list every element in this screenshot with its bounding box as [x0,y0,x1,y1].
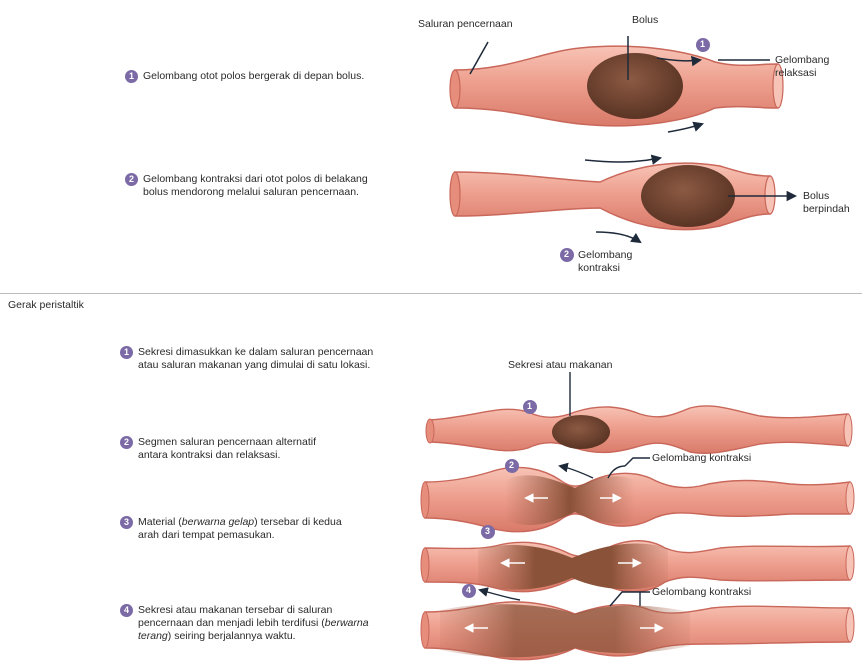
tube-2-number: 2 [509,459,514,472]
step-text: Segmen saluran pencernaan alternatif ant… [138,436,340,462]
top-tube-2 [450,163,775,230]
step-badge: 1 [125,70,138,83]
step-badge: 2 [120,436,133,449]
label-bolus: Bolus [632,14,658,27]
step-text: Sekresi atau makanan tersebar di saluran… [138,604,380,643]
label-digestive-tract: Saluran pencernaan [418,18,513,31]
bolus-shape-2 [641,165,735,227]
step-text: Gelombang otot polos bergerak di depan b… [143,70,364,83]
step-badge: 4 [120,604,133,617]
step-text: Gelombang kontraksi dari otot polos di b… [143,173,395,199]
tube-4-number: 4 [466,584,471,597]
tube-1-number: 1 [527,400,532,413]
callout-1-number: 1 [700,38,705,51]
bottom-tube-2 [421,467,854,531]
label-secretion-food: Sekresi atau makanan [508,359,612,372]
label-contraction-wave-top: Gelombang kontraksi [578,249,648,275]
callout-2-number: 2 [564,248,569,261]
top-tube-1 [450,46,783,126]
label-contraction-wave-a: Gelombang kontraksi [652,452,751,465]
bottom-step-1: 1 Sekresi dimasukkan ke dalam saluran pe… [120,346,380,372]
step-badge: 3 [120,516,133,529]
label-contraction-wave-b: Gelombang kontraksi [652,586,751,599]
label-bolus-moved: Bolus berpindah [803,190,862,216]
step-text: Sekresi dimasukkan ke dalam saluran penc… [138,346,380,372]
bottom-tube-1 [426,406,852,453]
bottom-step-2: 2 Segmen saluran pencernaan alternatif a… [120,436,340,462]
bottom-step-3: 3 Material (berwarna gelap) tersebar di … [120,516,350,542]
tube-3-number: 3 [485,525,490,538]
bolus-shape [587,53,683,119]
bottom-step-4: 4 Sekresi atau makanan tersebar di salur… [120,604,380,643]
step-badge: 2 [125,173,138,186]
section-title: Gerak peristaltik [8,299,84,312]
step-text: Material (berwarna gelap) tersebar di ke… [138,516,350,542]
bottom-tube-4 [421,602,854,660]
top-step-2: 2 Gelombang kontraksi dari otot polos di… [125,173,395,199]
step-badge: 1 [120,346,133,359]
label-relaxation-wave: Gelombang relaksasi [775,54,845,80]
bottom-tube-3 [421,541,854,592]
section-divider [0,293,862,294]
top-step-1: 1 Gelombang otot polos bergerak di depan… [125,70,365,83]
